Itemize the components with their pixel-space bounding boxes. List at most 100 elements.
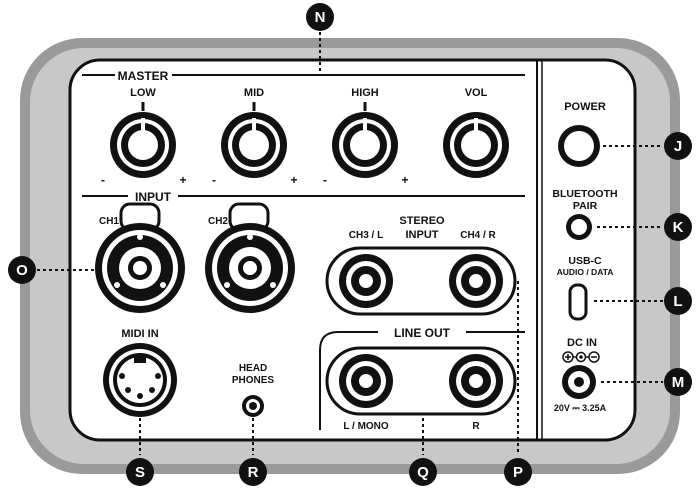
midi-in-label: MIDI IN [121, 328, 158, 340]
master-label: MASTER [118, 69, 169, 83]
ch3-jack[interactable] [339, 254, 393, 308]
knob-high-indicator [363, 102, 367, 111]
line-out-left-jack[interactable] [339, 354, 393, 408]
line-out-left-label: L / MONO [343, 421, 389, 432]
knob-vol-label: VOL [465, 87, 488, 99]
line-out-bracket-left [319, 331, 378, 430]
knob-mid-indicator [252, 102, 256, 111]
callout-j: J [664, 132, 692, 160]
callout-p: P [504, 458, 532, 486]
svg-text:J: J [674, 138, 682, 155]
svg-text:L: L [673, 293, 682, 310]
knob-vol-pointer [474, 118, 478, 132]
power-label: POWER [564, 101, 606, 113]
svg-text:Q: Q [417, 464, 429, 481]
ch1-pin-left [114, 282, 120, 288]
bluetooth-label-1: BLUETOOTH [552, 188, 617, 200]
ch4-jack[interactable] [449, 254, 503, 308]
ch4-jack-hole [469, 274, 483, 288]
knob-mid[interactable]: MID - + [212, 87, 298, 187]
svg-text:P: P [513, 464, 523, 481]
ch2-pin-top [247, 234, 253, 240]
dc-in-jack[interactable] [562, 365, 596, 399]
callout-n: N [306, 3, 334, 31]
callout-leaders [37, 32, 663, 455]
ch2-socket-hole [243, 261, 257, 275]
ch2-label: CH2 [208, 216, 228, 227]
knob-low-face [128, 130, 158, 160]
knob-high-minus: - [323, 173, 327, 187]
knob-high-face [350, 130, 380, 160]
knob-mid-face [239, 130, 269, 160]
usb-label-1: USB-C [568, 255, 602, 267]
midi-port-key [134, 355, 146, 363]
line-out-label: LINE OUT [394, 326, 451, 340]
svg-text:O: O [16, 262, 28, 279]
usb-c-port[interactable] [568, 283, 588, 321]
stereo-input-title-1: STEREO [399, 215, 445, 227]
callout-m: M [664, 368, 692, 396]
dc-rating-label: 20V ⎓ 3.25A [554, 403, 607, 413]
headphones-label-2: PHONES [232, 375, 275, 386]
callout-k: K [664, 213, 692, 241]
line-out-left-hole [359, 374, 373, 388]
power-button[interactable] [558, 125, 600, 167]
ch1-pin-right [160, 282, 166, 288]
callout-o: O [8, 256, 36, 284]
midi-pin-2 [125, 387, 131, 393]
line-out-right-hole [469, 374, 483, 388]
line-out-right-jack[interactable] [449, 354, 503, 408]
stereo-input-title-2: INPUT [406, 229, 439, 241]
callout-q: Q [409, 458, 437, 486]
bluetooth-pair-button[interactable] [566, 214, 592, 240]
knob-low-plus: + [179, 173, 186, 187]
ch3-label: CH3 / L [349, 230, 383, 241]
knob-vol-face [461, 130, 491, 160]
midi-pin-3 [137, 393, 143, 399]
headphones-jack[interactable] [242, 395, 264, 417]
input-label: INPUT [135, 190, 172, 204]
headphones-label-1: HEAD [239, 363, 267, 374]
ch3-jack-hole [359, 274, 373, 288]
midi-pin-4 [149, 387, 155, 393]
svg-text:N: N [315, 9, 326, 26]
callout-r: R [239, 458, 267, 486]
usb-label-2: AUDIO / DATA [557, 267, 614, 277]
ch1-label: CH1 [99, 216, 119, 227]
bluetooth-label-2: PAIR [573, 200, 598, 212]
knob-low-label: LOW [130, 87, 156, 99]
midi-in-port[interactable] [103, 343, 177, 417]
midi-pin-5 [155, 373, 161, 379]
knob-high-pointer [363, 118, 367, 132]
dc-polarity-icon [562, 351, 600, 363]
ch2-pin-right [270, 282, 276, 288]
svg-text:R: R [248, 464, 259, 481]
knob-high-label: HIGH [351, 87, 379, 99]
power-button-face [564, 131, 594, 161]
ch1-socket-hole [133, 261, 147, 275]
svg-text:M: M [672, 374, 685, 391]
knob-low-indicator [141, 102, 145, 111]
ch1-pin-top [137, 234, 143, 240]
knob-low-minus: - [101, 173, 105, 187]
dc-in-label: DC IN [567, 337, 597, 349]
headphones-jack-hole [249, 402, 257, 410]
knob-mid-minus: - [212, 173, 216, 187]
svg-text:S: S [135, 464, 145, 481]
callout-s: S [126, 458, 154, 486]
ch2-combo-jack[interactable]: CH2 [205, 202, 295, 313]
knob-low[interactable]: LOW - + [101, 87, 187, 187]
knob-low-pointer [141, 118, 145, 132]
knob-mid-plus: + [290, 173, 297, 187]
ch1-combo-jack[interactable]: CH1 [95, 202, 185, 313]
knob-mid-pointer [252, 118, 256, 132]
ch2-pin-left [224, 282, 230, 288]
knob-vol[interactable]: VOL [443, 87, 509, 178]
dc-jack-pin [574, 377, 584, 387]
knob-high[interactable]: HIGH - + [323, 87, 409, 187]
bluetooth-button-face [571, 219, 587, 235]
svg-text:K: K [673, 219, 684, 236]
knob-high-plus: + [401, 173, 408, 187]
midi-pin-1 [119, 373, 125, 379]
